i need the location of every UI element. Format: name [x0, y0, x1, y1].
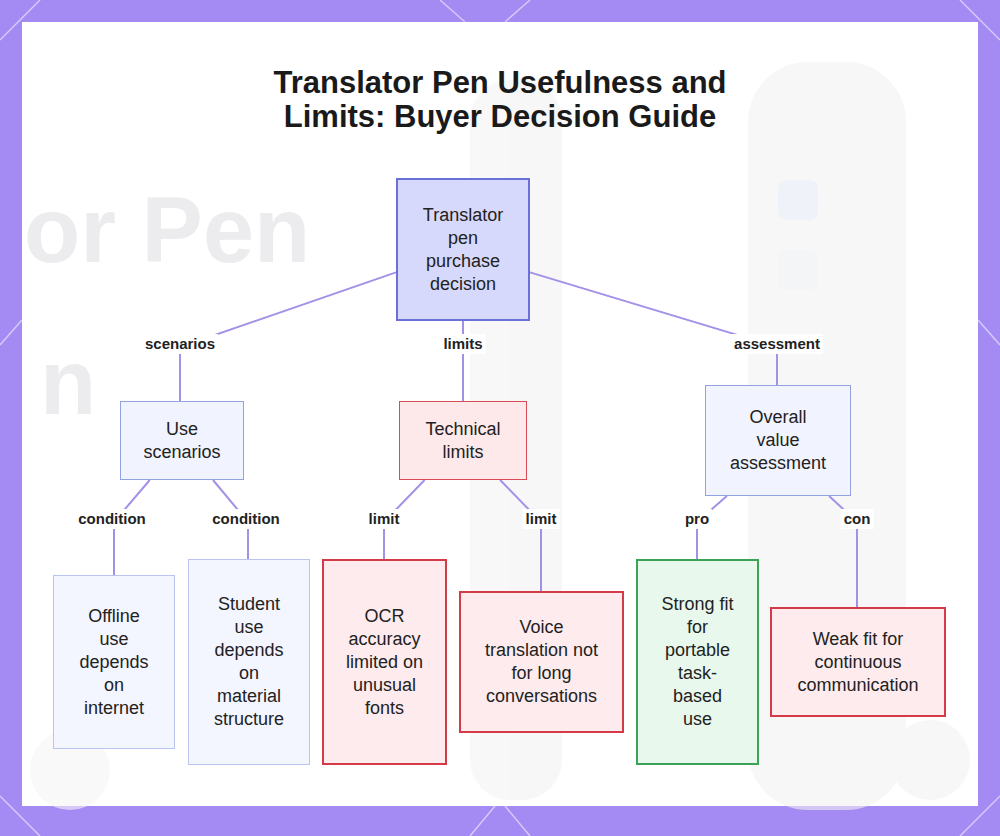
process-box: Strong fit for portable task-based use — [636, 559, 759, 765]
process-box: Weak fit for continuous communication — [770, 607, 946, 717]
edge-label: condition — [75, 509, 149, 529]
process-box: Student use depends on material structur… — [188, 559, 310, 765]
diagram-title: Translator Pen Usefulness and Limits: Bu… — [240, 66, 760, 134]
edge-label: limits — [440, 334, 485, 354]
node-label: Offline use depends on internet — [74, 605, 154, 720]
process-box: Overall value assessment — [705, 385, 851, 496]
connector-line — [530, 272, 777, 385]
edge-label: pro — [682, 509, 712, 529]
node-label: Use scenarios — [137, 418, 227, 464]
edge-label: scenarios — [142, 334, 218, 354]
node-label: Translator pen purchase decision — [410, 204, 516, 296]
edge-label: condition — [209, 509, 283, 529]
edge-label: con — [841, 509, 874, 529]
process-box: OCR accuracy limited on unusual fonts — [322, 559, 447, 765]
faded-pen-illustration — [30, 62, 970, 810]
node-label: Overall value assessment — [727, 406, 829, 475]
watermark-text: or Pen — [24, 178, 310, 283]
node-label: OCR accuracy limited on unusual fonts — [337, 605, 432, 720]
edge-label: limit — [366, 509, 403, 529]
node-label: Voice translation not for long conversat… — [482, 616, 602, 708]
edge-label: assessment — [731, 334, 823, 354]
process-box: Use scenarios — [120, 401, 244, 480]
node-label: Technical limits — [413, 418, 513, 464]
process-box: Voice translation not for long conversat… — [459, 591, 624, 733]
connector-line — [500, 480, 541, 591]
node-label: Weak fit for continuous communication — [793, 628, 923, 697]
watermark-text: n — [40, 330, 96, 435]
edge-label: limit — [523, 509, 560, 529]
process-box: Technical limits — [399, 401, 527, 480]
process-box: Offline use depends on internet — [53, 575, 175, 749]
connector-line — [462, 321, 464, 401]
node-label: Student use depends on material structur… — [207, 593, 292, 731]
root-box: Translator pen purchase decision — [396, 178, 530, 321]
node-label: Strong fit for portable task-based use — [658, 593, 738, 731]
